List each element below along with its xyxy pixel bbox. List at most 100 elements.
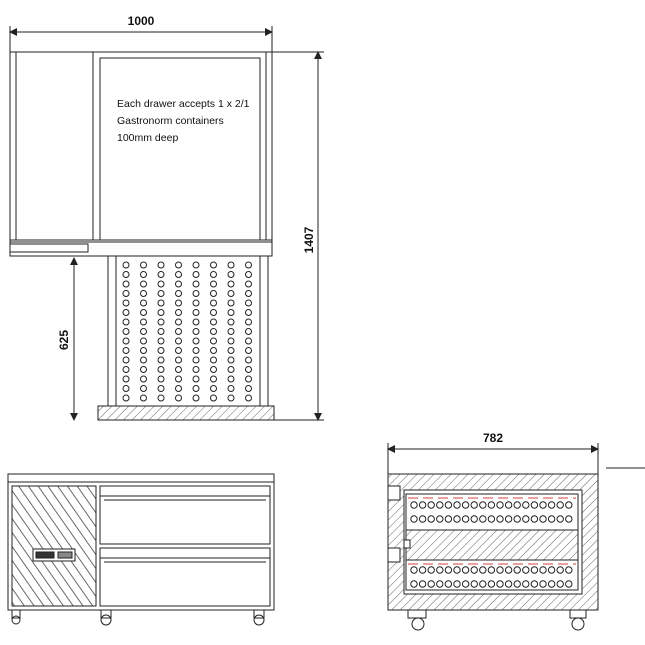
perforation-hole <box>175 375 182 383</box>
worktop <box>7 473 275 483</box>
perforation-hole <box>192 347 200 354</box>
perforation-hole <box>245 347 252 354</box>
castor-rear <box>569 609 587 619</box>
foot-middle <box>100 609 112 619</box>
perforation-hole <box>122 271 130 278</box>
perforation-hole <box>140 290 147 297</box>
perforation-hole <box>487 501 496 509</box>
perforation-hole <box>175 337 182 345</box>
perforation-hole <box>461 515 470 523</box>
perforation-hole <box>565 501 573 509</box>
perforation-hole <box>192 271 200 278</box>
perforation-hole <box>547 501 556 509</box>
cabinet-body <box>7 481 275 611</box>
perforation-hole <box>140 261 147 269</box>
perforation-hole <box>140 366 147 373</box>
perforation-hole <box>210 280 217 288</box>
perforation-hole <box>157 356 165 364</box>
drawer-lower <box>99 547 271 607</box>
perforation-hole <box>513 515 521 523</box>
perforation-hole <box>479 501 487 509</box>
perforation-hole <box>227 290 235 297</box>
perforation-hole <box>556 566 564 574</box>
perforation-hole <box>418 566 427 574</box>
perforation-hole <box>227 356 235 364</box>
side-width-label: 782 <box>483 431 503 445</box>
perforation-hole <box>122 309 130 316</box>
perforation-hole <box>210 261 217 269</box>
perforation-hole <box>444 501 453 509</box>
perforation-hole <box>470 580 478 588</box>
perforation-hole <box>410 515 418 523</box>
perforation-hole <box>496 501 504 509</box>
perforation-hole <box>122 261 130 269</box>
perforation-hole <box>227 385 235 392</box>
perforation-hole <box>122 328 130 335</box>
perforation-hole <box>227 309 235 316</box>
perforation-hole <box>427 580 435 588</box>
perforation-hole <box>140 337 147 345</box>
perforation-hole <box>210 394 217 402</box>
foot-left <box>11 609 21 619</box>
perforation-hole <box>245 375 252 383</box>
perforation-hole <box>444 566 453 574</box>
perforation-hole <box>122 385 130 392</box>
perforation-hole <box>530 566 539 574</box>
perforation-hole <box>192 261 200 269</box>
perforation-hole <box>227 328 235 335</box>
perforation-hole <box>461 580 470 588</box>
perforation-hole <box>227 347 235 354</box>
perforation-hole <box>157 394 165 402</box>
perforation-hole <box>547 580 556 588</box>
perforation-hole <box>470 566 478 574</box>
perforation-hole <box>157 318 165 326</box>
perforation-hole <box>192 318 200 326</box>
perforation-hole <box>210 309 217 316</box>
perforation-hole <box>504 501 513 509</box>
perforation-hole <box>410 501 418 509</box>
perforation-hole <box>513 501 521 509</box>
perforation-hole <box>157 347 165 354</box>
perforation-hole <box>427 515 435 523</box>
perforation-hole <box>245 309 252 316</box>
perforation-hole <box>245 337 252 345</box>
perforation-hole <box>530 501 539 509</box>
perforation-hole <box>504 566 513 574</box>
perforation-hole <box>210 366 217 373</box>
perforation-hole <box>522 566 530 574</box>
perforation-hole <box>140 309 147 316</box>
perforation-hole <box>157 375 165 383</box>
perforation-hole <box>522 580 530 588</box>
perforation-hole <box>427 501 435 509</box>
perforation-hole <box>157 309 165 316</box>
perforation-hole <box>210 318 217 326</box>
perforation-hole <box>175 385 182 392</box>
perforation-hole <box>210 347 217 354</box>
perforation-hole <box>192 366 200 373</box>
perforation-hole <box>192 299 200 307</box>
perforation-hole <box>175 271 182 278</box>
perforation-hole <box>175 290 182 297</box>
perforation-hole <box>436 515 444 523</box>
perforation-hole <box>530 580 539 588</box>
perforation-hole <box>210 271 217 278</box>
side-perforations <box>410 501 573 588</box>
note-line-2: Gastronorm containers <box>117 115 224 127</box>
perforation-hole <box>496 580 504 588</box>
perforation-hole <box>140 271 147 278</box>
perforation-hole <box>157 385 165 392</box>
perforation-hole <box>157 337 165 345</box>
perforation-hole <box>122 318 130 326</box>
perforation-hole <box>192 328 200 335</box>
perforation-hole <box>122 394 130 402</box>
perforation-hole <box>418 501 427 509</box>
perforation-hole <box>245 394 252 402</box>
perforation-hole <box>522 515 530 523</box>
side-section <box>387 443 645 631</box>
perforation-hole <box>444 580 453 588</box>
perforation-hole <box>122 375 130 383</box>
perforation-hole <box>210 337 217 345</box>
vent-panel <box>11 485 97 607</box>
perforation-hole <box>210 385 217 392</box>
perforation-hole <box>461 501 470 509</box>
